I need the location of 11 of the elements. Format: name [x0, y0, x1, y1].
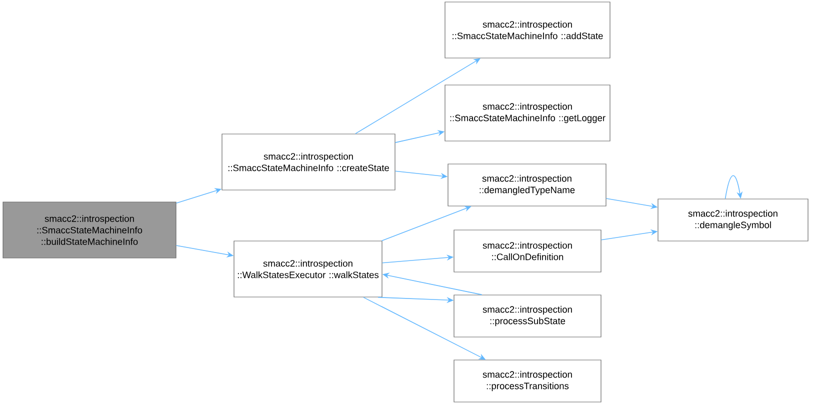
function-box: smacc2::introspection ::SmaccStateMachineInfo ::createState — [222, 134, 396, 190]
function-box: smacc2::introspection ::SmaccStateMachineInfo ::addState — [444, 2, 610, 58]
function-box: smacc2::introspection ::processTransitions — [454, 360, 602, 402]
function-box: smacc2::introspection ::processSubState — [454, 294, 602, 338]
function-box: smacc2::introspection ::demangleSymbol — [658, 198, 808, 242]
function-box: smacc2::introspection ::demangledTypeName — [448, 164, 606, 206]
arrow — [724, 175, 743, 200]
function-box: smacc2::introspection ::CallOnDefinition — [454, 230, 602, 272]
function-box: smacc2::introspection ::SmaccStateMachineInfo ::buildStateMachineInfo — [2, 202, 176, 258]
function-box: smacc2::introspection ::WalkStatesExecutor ::walkStates — [234, 240, 382, 298]
function-box: smacc2::introspection ::SmaccStateMachineInfo ::getLogger — [444, 84, 610, 142]
